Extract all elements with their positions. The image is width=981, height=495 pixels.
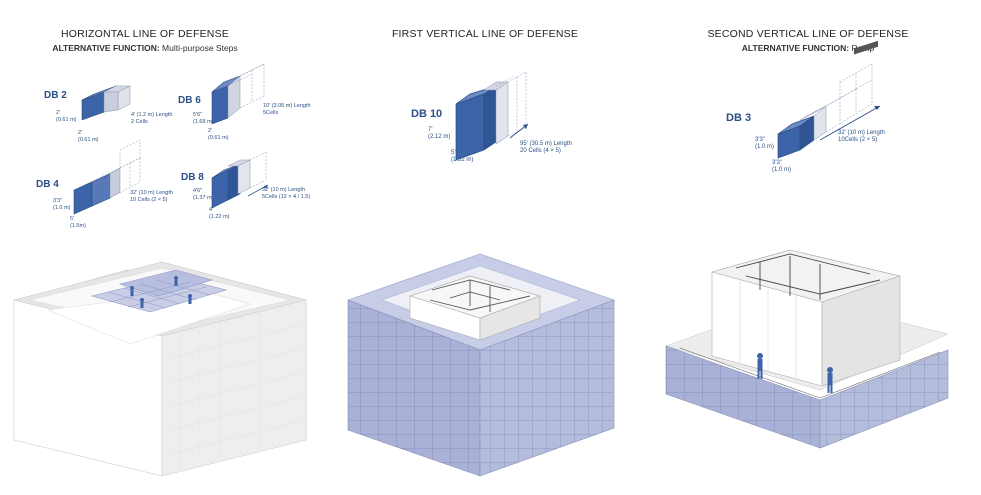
building-first-vertical-defense (348, 254, 614, 476)
db3-module (778, 64, 880, 158)
building-second-vertical-defense (666, 41, 948, 448)
db8-module (212, 152, 268, 208)
db6-module (212, 64, 264, 124)
db10-module (456, 72, 528, 160)
building-horizontal-defense (14, 262, 306, 476)
db2-module (82, 86, 130, 120)
db4-module (74, 140, 140, 214)
